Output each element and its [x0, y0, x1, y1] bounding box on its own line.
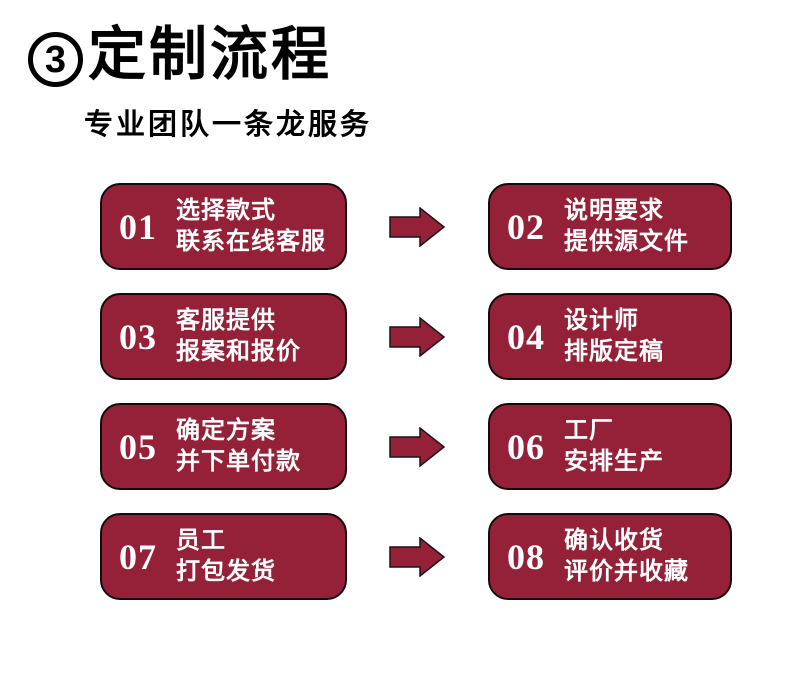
step-label-line1: 说明要求 [564, 196, 664, 224]
step-label-line2: 提供源文件 [564, 227, 689, 255]
step-number: 01 [119, 206, 157, 247]
flow-row-2: 03 客服提供 报案和报价 04 设计师 排版定稿 [100, 293, 732, 380]
step-label: 设计师 排版定稿 [564, 306, 664, 367]
step-number: 02 [507, 206, 545, 247]
step-label-line2: 并下单付款 [176, 447, 301, 475]
step-label: 选择款式 联系在线客服 [176, 196, 326, 257]
arrow-right-icon [389, 536, 446, 577]
step-box-03: 03 客服提供 报案和报价 [100, 293, 347, 380]
step-box-08: 08 确认收货 评价并收藏 [488, 513, 732, 600]
arrow-right-icon [389, 206, 446, 247]
section-number-badge: 3 [28, 32, 83, 87]
step-box-02: 02 说明要求 提供源文件 [488, 183, 732, 270]
step-label: 确定方案 并下单付款 [176, 416, 301, 477]
step-number: 07 [119, 536, 157, 577]
arrow-cell [347, 293, 488, 380]
flow-row-3: 05 确定方案 并下单付款 06 工厂 安排生产 [100, 403, 732, 490]
flow-row-4: 07 员工 打包发货 08 确认收货 评价并收藏 [100, 513, 732, 600]
page-subtitle: 专业团队一条龙服务 [84, 109, 373, 141]
step-box-06: 06 工厂 安排生产 [488, 403, 732, 490]
step-label-line2: 联系在线客服 [176, 227, 326, 255]
flow-row-1: 01 选择款式 联系在线客服 02 说明要求 提供源文件 [100, 183, 732, 270]
step-box-01: 01 选择款式 联系在线客服 [100, 183, 347, 270]
step-number: 08 [507, 536, 545, 577]
step-label: 说明要求 提供源文件 [564, 196, 689, 257]
step-label-line1: 设计师 [564, 306, 639, 334]
step-label-line1: 工厂 [564, 416, 614, 444]
step-number: 03 [119, 316, 157, 357]
step-box-04: 04 设计师 排版定稿 [488, 293, 732, 380]
page-title: 定制流程 [88, 22, 333, 87]
step-number: 06 [507, 426, 545, 467]
step-label-line2: 报案和报价 [176, 337, 301, 365]
step-label-line2: 排版定稿 [564, 337, 664, 365]
arrow-right-icon [389, 426, 446, 467]
step-number: 05 [119, 426, 157, 467]
step-label-line2: 安排生产 [564, 447, 664, 475]
step-label-line1: 确认收货 [564, 526, 664, 554]
step-label-line1: 员工 [176, 526, 226, 554]
arrow-cell [347, 183, 488, 270]
step-label: 客服提供 报案和报价 [176, 306, 301, 367]
step-box-07: 07 员工 打包发货 [100, 513, 347, 600]
step-number: 04 [507, 316, 545, 357]
step-box-05: 05 确定方案 并下单付款 [100, 403, 347, 490]
step-label: 工厂 安排生产 [564, 416, 664, 477]
step-label-line1: 客服提供 [176, 306, 276, 334]
step-label: 确认收货 评价并收藏 [564, 526, 689, 587]
step-label-line1: 选择款式 [176, 196, 276, 224]
arrow-right-icon [389, 316, 446, 357]
section-number: 3 [44, 38, 67, 81]
process-flow: 01 选择款式 联系在线客服 02 说明要求 提供源文件 [100, 183, 732, 600]
step-label-line2: 打包发货 [176, 557, 276, 585]
step-label-line1: 确定方案 [176, 416, 276, 444]
arrow-cell [347, 403, 488, 490]
arrow-cell [347, 513, 488, 600]
step-label: 员工 打包发货 [176, 526, 276, 587]
step-label-line2: 评价并收藏 [564, 557, 689, 585]
